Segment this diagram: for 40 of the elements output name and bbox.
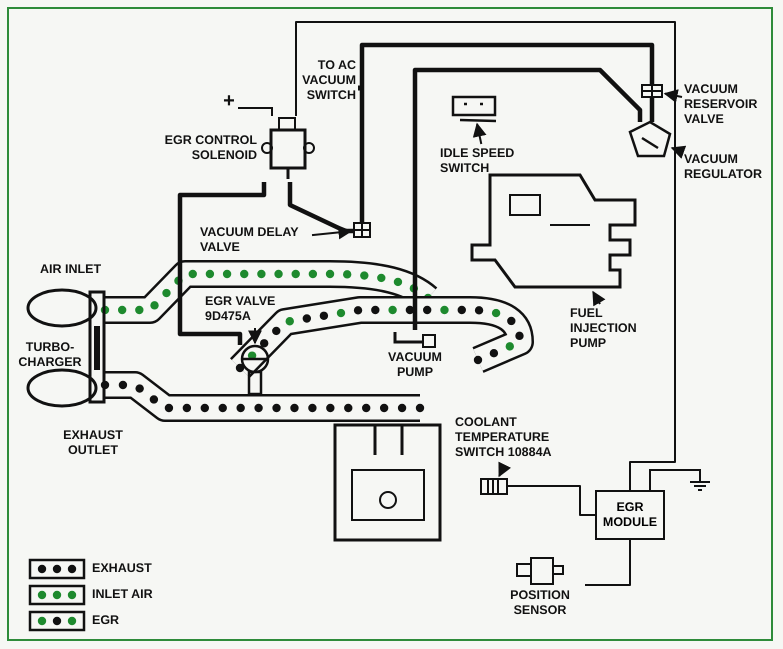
callout-label: VACUUM REGULATOR <box>684 152 770 182</box>
leader-line <box>592 290 606 306</box>
leader-line <box>670 146 686 159</box>
legend-label: EGR <box>92 613 120 628</box>
part-label: EXHAUST OUTLET <box>62 428 124 458</box>
callout-label: EGR VALVE 9D475A <box>205 294 305 324</box>
wire <box>585 540 631 586</box>
callout-label: IDLE SPEED SWITCH <box>440 146 530 176</box>
leader-line <box>248 328 262 344</box>
callout-label: FUEL INJECTION PUMP <box>570 306 660 351</box>
vacuum-hose <box>650 98 654 122</box>
part-label: TO AC VACUUM SWITCH <box>302 58 356 103</box>
wire <box>295 21 676 490</box>
callout-label: COOLANT TEMPERATURE SWITCH 10884A <box>455 415 580 460</box>
vacuum-hose <box>412 68 642 330</box>
vacuum-hose <box>288 182 353 234</box>
leader-line <box>498 462 512 478</box>
leader-line <box>472 122 487 144</box>
part-label: AIR INLET <box>40 262 102 277</box>
vacuum-hose <box>178 182 266 345</box>
valve-drawing <box>353 222 371 238</box>
vacuum-hose <box>360 42 654 222</box>
module-box: EGR MODULE <box>595 490 665 540</box>
part-label: POSITION SENSOR <box>509 588 571 618</box>
terminal-sign: + <box>222 94 236 109</box>
leader-line <box>664 89 682 103</box>
temperature-switch-drawing <box>480 478 508 495</box>
part-label: VACUUM PUMP <box>387 350 443 380</box>
injection-pump-drawing <box>470 174 636 288</box>
part-label: TURBO-CHARGER <box>17 340 83 370</box>
valve-drawing <box>641 84 663 98</box>
part-label: EGR CONTROL SOLENOID <box>164 133 257 163</box>
legend-label: EXHAUST <box>92 561 152 576</box>
regulator-drawing <box>628 120 672 158</box>
callout-label: VACUUM DELAY VALVE <box>200 225 310 255</box>
legend-label: INLET AIR <box>92 587 153 602</box>
egr-valve-drawing <box>240 344 270 396</box>
switch-drawing <box>452 96 498 122</box>
wire <box>508 485 595 516</box>
callout-label: VACUUM RESERVOIR VALVE <box>684 82 770 127</box>
